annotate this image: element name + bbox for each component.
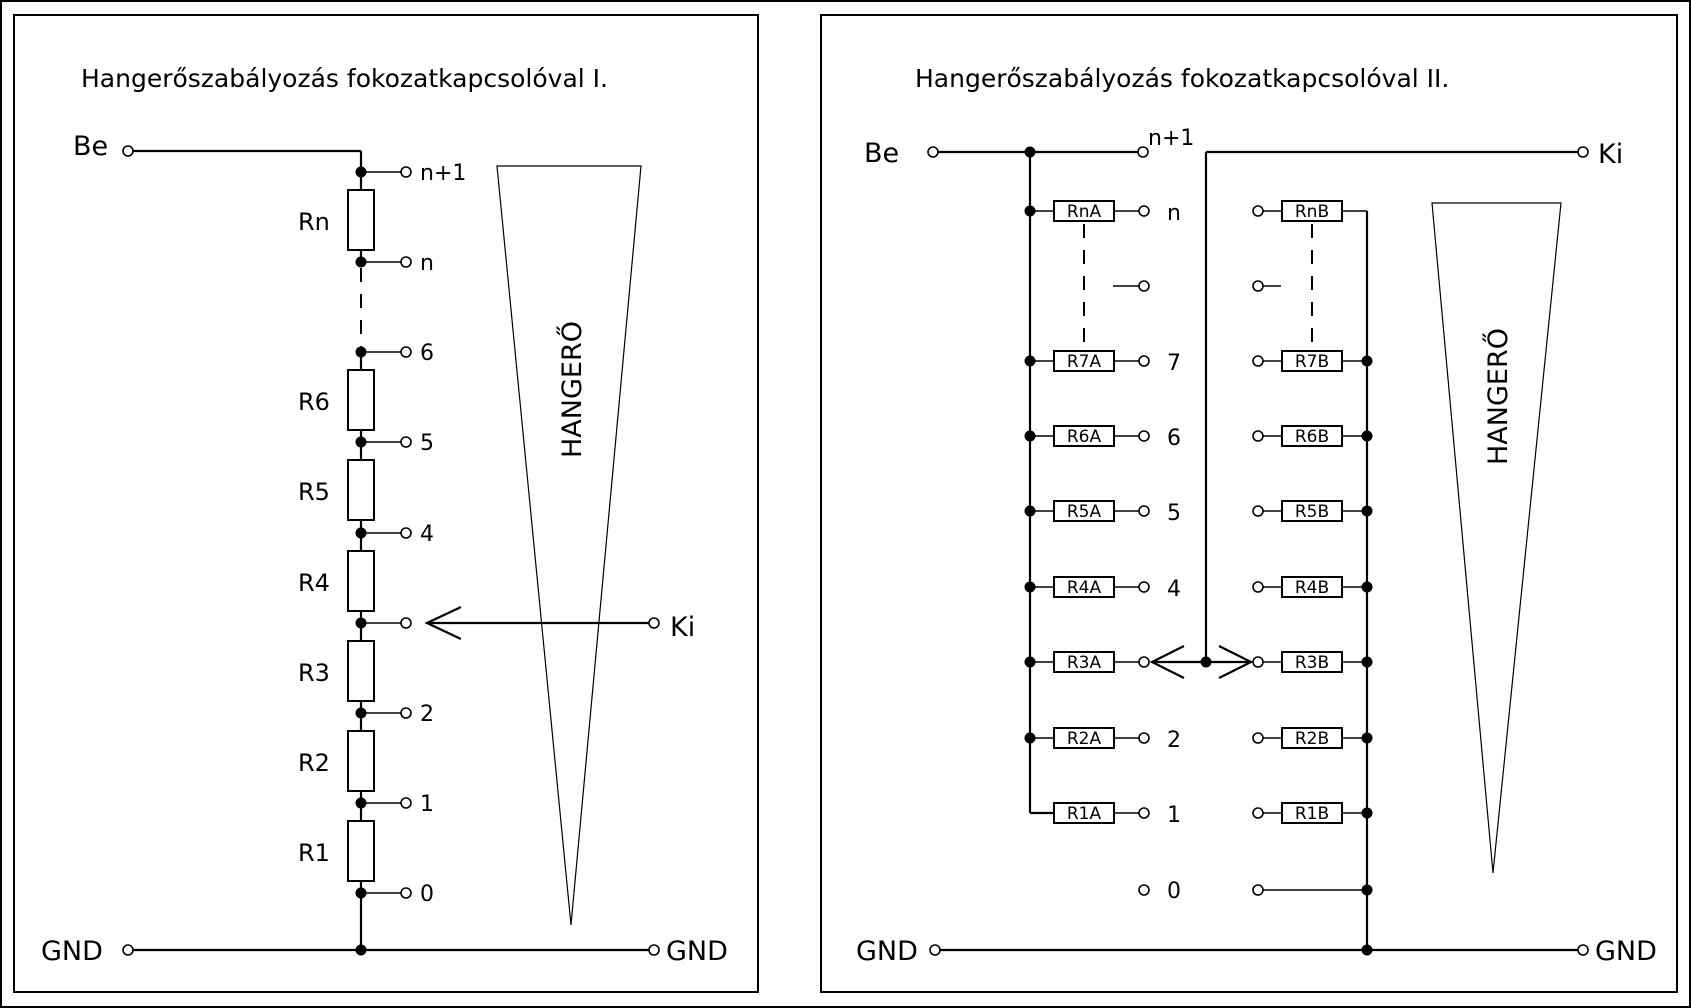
right-wiper-node (1200, 656, 1212, 668)
right-output-terminal (1577, 146, 1589, 158)
left-resistor-label: R4 (298, 569, 330, 597)
left-volume-label: HANGERŐ (556, 321, 588, 458)
right-resistor-b-label: R5B (1295, 502, 1329, 522)
left-gnd-left-terminal (122, 944, 134, 956)
right-tap-terminal-n1 (1137, 146, 1149, 158)
right-resistor-b-label: R3B (1295, 653, 1329, 673)
panel-left-frame (13, 14, 759, 993)
right-gnd-right-terminal (1577, 944, 1589, 956)
right-tap-label: 5 (1167, 501, 1181, 526)
left-tap-label: 4 (420, 522, 434, 547)
right-tap-terminal-0 (1138, 884, 1150, 896)
right-resistor-b-label: RnB (1295, 202, 1329, 222)
left-resistor-r3 (347, 640, 375, 702)
left-resistor-r5 (347, 459, 375, 521)
right-gnd-left-terminal (929, 944, 941, 956)
right-resistor-a-label: R5A (1067, 502, 1102, 522)
right-resistor-a-label: R6A (1067, 427, 1102, 447)
left-output-label: Ki (670, 612, 695, 643)
left-tap-label: 6 (420, 341, 434, 366)
right-tap-label: n (1167, 201, 1181, 226)
left-tap-label: 1 (420, 792, 434, 817)
right-gnd-right-label: GND (1595, 936, 1657, 967)
right-tap-label: 1 (1167, 803, 1181, 828)
right-output-label: Ki (1598, 139, 1623, 170)
right-stub-terminal-b (1252, 280, 1264, 292)
right-gnd-left-label: GND (856, 936, 918, 967)
left-gnd-right-terminal (648, 944, 660, 956)
left-resistor-r6 (347, 369, 375, 431)
left-resistor-label: R1 (298, 839, 330, 867)
left-volume-wedge (496, 165, 642, 926)
right-tap-label: 4 (1167, 577, 1181, 602)
right-resistor-b-label: R2B (1295, 729, 1329, 749)
right-resistor-a-label: R3A (1067, 653, 1102, 673)
right-resistors-a (1024, 200, 1150, 824)
right-resistor-a-label: RnA (1067, 202, 1102, 222)
right-resistor-a-label: R4A (1067, 578, 1102, 598)
right-gnd-node (1361, 944, 1373, 956)
left-resistor-label: R3 (298, 659, 330, 687)
right-input-label: Be (864, 138, 899, 169)
right-wiper-arrowhead-right (1218, 645, 1254, 679)
left-gnd-right-label: GND (666, 936, 728, 967)
panel-left: Hangerőszabályozás fokozatkapcsolóval I.… (13, 14, 759, 993)
left-resistor-r2 (347, 730, 375, 792)
left-resistor-label: R2 (298, 749, 330, 777)
left-tap-label: n+1 (420, 161, 466, 186)
right-resistor-a-label: R1A (1067, 804, 1102, 824)
left-tap-label: 0 (420, 882, 434, 907)
right-stub-terminal-a (1138, 280, 1150, 292)
left-output-terminal (648, 617, 660, 629)
left-tap-label: 2 (420, 702, 434, 727)
left-resistor-r1 (347, 820, 375, 882)
left-resistor-rn (347, 189, 375, 251)
right-input-terminal (927, 146, 939, 158)
right-tap-label: 2 (1167, 728, 1181, 753)
right-volume-wedge (1431, 202, 1562, 874)
right-tap-label: 7 (1167, 351, 1181, 376)
right-resistor-a-label: R2A (1067, 729, 1102, 749)
right-resistor-a-label: R7A (1067, 352, 1102, 372)
right-tap-label: 6 (1167, 426, 1181, 451)
right-tap-label: n+1 (1148, 126, 1194, 151)
left-tap-label: 5 (420, 431, 434, 456)
left-resistor-label: Rn (298, 208, 330, 236)
left-gnd-left-label: GND (41, 936, 103, 967)
left-input-label: Be (73, 131, 108, 162)
left-resistor-label: R5 (298, 478, 330, 506)
right-tap-label: 0 (1167, 879, 1181, 904)
panel-left-title: Hangerőszabályozás fokozatkapcsolóval I. (81, 64, 608, 93)
right-resistor-b-label: R7B (1295, 352, 1329, 372)
left-gnd-node (355, 944, 367, 956)
right-resistors-b (1252, 200, 1373, 896)
panel-right-title: Hangerőszabályozás fokozatkapcsolóval II… (915, 64, 1449, 93)
left-taps (355, 166, 412, 899)
right-resistor-b-label: R4B (1295, 578, 1329, 598)
right-resistor-b-label: R1B (1295, 804, 1329, 824)
left-resistor-r4 (347, 550, 375, 612)
right-resistor-b-label: R6B (1295, 427, 1329, 447)
left-tap-label: n (420, 251, 434, 276)
panel-right-frame (820, 14, 1678, 993)
right-wiper-arrowhead-left (1149, 645, 1185, 679)
left-input-terminal (122, 145, 134, 157)
right-volume-label: HANGERŐ (1482, 328, 1514, 465)
panel-right: Hangerőszabályozás fokozatkapcsolóval II… (820, 14, 1678, 993)
left-resistor-label: R6 (298, 388, 330, 416)
left-wiper-arrowhead (424, 606, 462, 640)
